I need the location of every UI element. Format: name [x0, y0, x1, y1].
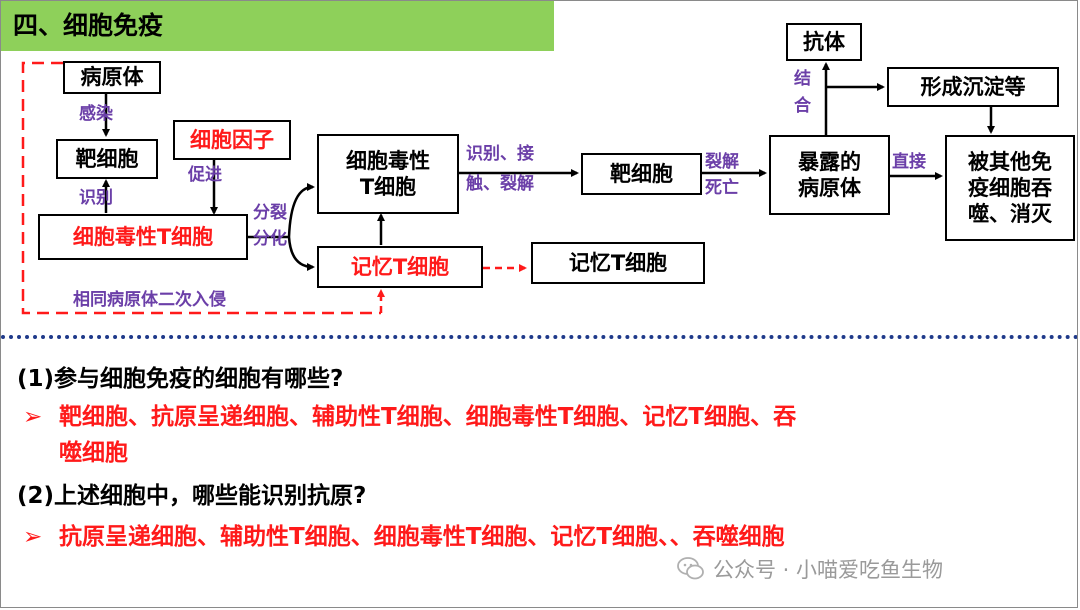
bullet-icon: ➢ [23, 524, 43, 550]
phago-line1: 被其他免 [968, 149, 1052, 174]
box-cytotoxic-t-cell-activated: 细胞毒性 T细胞 [317, 134, 459, 214]
box-phagocytosis: 被其他免 疫细胞吞 噬、消灭 [945, 135, 1075, 241]
exposed-line2: 病原体 [798, 176, 861, 200]
arrow-to-ctl2 [287, 183, 315, 238]
answer-1-line-2: 噬细胞 [59, 440, 128, 466]
box-cytokine: 细胞因子 [173, 120, 291, 160]
answer-1: ➢靶细胞、抗原呈递细胞、辅助性T细胞、细胞毒性T细胞、记忆T细胞、吞 噬细胞 [23, 399, 1073, 471]
section-divider [1, 335, 1077, 339]
label-recognize: 识别 [79, 188, 113, 208]
ctl2-line1: 细胞毒性 [346, 148, 430, 173]
label-recognize-contact: 识别、接 [466, 144, 534, 164]
watermark-text: 公众号 · 小喵爱吃鱼生物 [713, 558, 944, 582]
label-death: 死亡 [705, 178, 739, 198]
question-1: (1)参与细胞免疫的细胞有哪些? [17, 366, 344, 392]
box-memory-t-cell: 记忆T细胞 [317, 246, 483, 288]
box-precipitate: 形成沉淀等 [887, 67, 1059, 107]
label-second-invasion: 相同病原体二次入侵 [73, 290, 226, 310]
box-target-cell: 靶细胞 [56, 139, 158, 179]
bullet-icon: ➢ [23, 404, 43, 430]
label-infect: 感染 [79, 104, 113, 124]
box-cytotoxic-t-cell: 细胞毒性T细胞 [38, 214, 248, 260]
wechat-icon [677, 556, 705, 582]
watermark: 公众号 · 小喵爱吃鱼生物 [677, 553, 943, 585]
phago-line2: 疫细胞吞 [968, 175, 1052, 200]
label-contact-lysis: 触、裂解 [466, 174, 534, 194]
label-bind-1: 结 [794, 69, 811, 89]
arrow-to-memory [287, 236, 315, 271]
label-bind-2: 合 [794, 96, 811, 116]
label-differentiate: 分化 [253, 229, 287, 249]
phago-line3: 噬、消灭 [968, 202, 1052, 227]
label-lysis: 裂解 [705, 152, 739, 172]
label-direct: 直接 [892, 152, 926, 172]
box-memory-t-cell-2: 记忆T细胞 [531, 242, 705, 284]
box-pathogen: 病原体 [63, 61, 161, 94]
box-antibody: 抗体 [786, 23, 862, 61]
ctl2-line2: T细胞 [359, 175, 417, 199]
label-promote: 促进 [188, 165, 222, 185]
answer-2: ➢抗原呈递细胞、辅助性T细胞、细胞毒性T细胞、记忆T细胞、、吞噬细胞 [23, 519, 785, 555]
dashed-second-invasion-loop [21, 61, 381, 315]
slide-title: 四、细胞免疫 [1, 1, 554, 51]
question-2: (2)上述细胞中，哪些能识别抗原? [17, 483, 367, 509]
exposed-line1: 暴露的 [798, 149, 861, 174]
connector-layer [21, 61, 995, 315]
answer-1-line-1: ➢靶细胞、抗原呈递细胞、辅助性T细胞、细胞毒性T细胞、记忆T细胞、吞 [23, 399, 1073, 435]
label-divide: 分裂 [253, 203, 287, 223]
box-target-cell-2: 靶细胞 [581, 153, 702, 195]
box-exposed-pathogen: 暴露的 病原体 [769, 135, 890, 215]
